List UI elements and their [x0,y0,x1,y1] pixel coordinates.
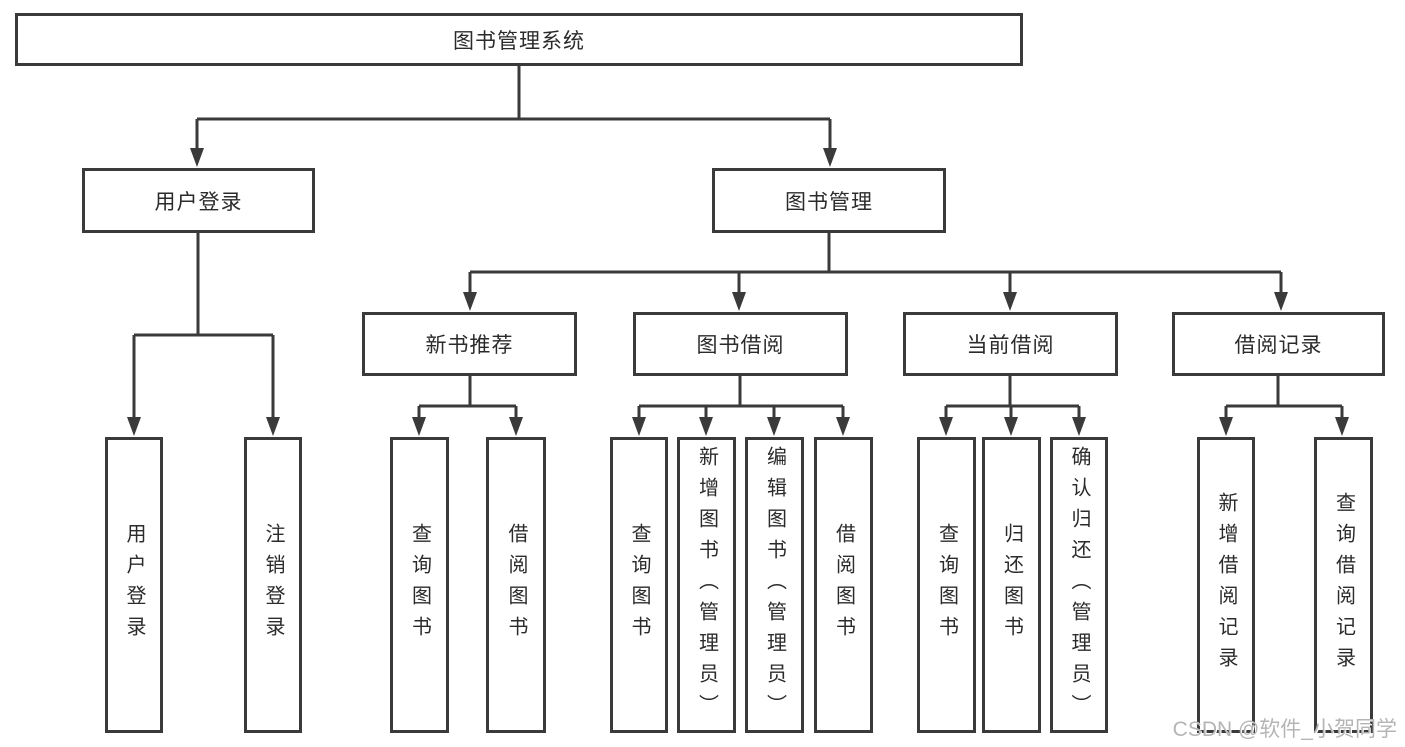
arrowhead [836,417,850,436]
leaf-borrow-add-books-admin: 新增图书（管理员） [677,437,736,733]
node-root-label: 图书管理系统 [453,29,585,53]
leaf-borrow-borrow-books-label: 借阅图书 [832,523,855,647]
leaf-records-add-record: 新增借阅记录 [1197,437,1255,733]
node-new-book-recommend-label: 新书推荐 [425,334,514,357]
leaf-logout: 注销登录 [244,437,302,733]
arrowhead [1003,292,1017,311]
arrowhead [1219,417,1233,436]
arrowhead [732,292,746,311]
connector-user-login-split [127,233,280,436]
leaf-borrow-query-books: 查询图书 [610,437,668,733]
arrowhead [509,417,523,436]
node-user-login: 用户登录 [82,168,315,233]
connector-book-borrow-split [632,376,850,436]
leaf-recommend-query-books-label: 查询图书 [408,523,431,647]
connector-borrow-records-split [1219,376,1349,436]
arrowhead [699,417,713,436]
node-borrow-records-label: 借阅记录 [1234,334,1323,357]
leaf-records-query-record-label: 查询借阅记录 [1332,492,1355,678]
leaf-current-query-books: 查询图书 [917,437,976,733]
node-user-login-label: 用户登录 [154,190,243,214]
leaf-recommend-query-books: 查询图书 [390,437,449,733]
node-book-management: 图书管理 [712,168,946,233]
arrowhead [127,417,141,436]
leaf-logout-label: 注销登录 [262,523,284,647]
node-root: 图书管理系统 [15,13,1023,66]
leaf-borrow-edit-books-admin-label: 编辑图书（管理员） [763,445,786,725]
leaf-borrow-edit-books-admin: 编辑图书（管理员） [745,437,804,733]
arrowhead [1274,292,1288,311]
connector-book-management-split [463,233,1288,311]
leaf-current-confirm-return-admin-label: 确认归还（管理员） [1068,445,1090,725]
leaf-records-add-record-label: 新增借阅记录 [1215,492,1237,678]
arrowhead [632,417,646,436]
arrowhead [823,148,837,167]
arrowhead [1072,417,1086,436]
connector-root-split [190,66,837,167]
arrowhead [767,417,781,436]
arrowhead [266,417,280,436]
node-book-borrow-label: 图书借阅 [696,334,785,357]
arrowhead [1335,417,1349,436]
arrowhead [190,148,204,167]
node-new-book-recommend: 新书推荐 [362,312,577,376]
leaf-records-query-record: 查询借阅记录 [1314,437,1373,733]
connector-new-book-recommend-split [412,376,523,436]
arrowhead [939,417,953,436]
node-current-borrow-label: 当前借阅 [966,334,1055,357]
leaf-borrow-add-books-admin-label: 新增图书（管理员） [695,445,718,725]
leaf-borrow-query-books-label: 查询图书 [628,523,650,647]
arrowhead [463,292,477,311]
arrowhead [412,417,426,436]
node-borrow-records: 借阅记录 [1172,312,1385,376]
leaf-current-confirm-return-admin: 确认归还（管理员） [1050,437,1108,733]
node-current-borrow: 当前借阅 [903,312,1118,376]
leaf-current-return-books: 归还图书 [982,437,1041,733]
arrowhead [1004,417,1018,436]
node-book-management-label: 图书管理 [785,190,873,214]
leaf-current-query-books-label: 查询图书 [935,523,958,647]
csdn-watermark: CSDN @软件_小贺同学 [1172,718,1397,741]
connector-current-borrow-split [939,376,1086,436]
leaf-borrow-borrow-books: 借阅图书 [814,437,873,733]
node-book-borrow: 图书借阅 [633,312,848,376]
leaf-user-login-label: 用户登录 [123,523,145,647]
leaf-user-login: 用户登录 [105,437,163,733]
leaf-current-return-books-label: 归还图书 [1000,523,1023,647]
leaf-recommend-borrow-books: 借阅图书 [486,437,546,733]
leaf-recommend-borrow-books-label: 借阅图书 [505,523,527,647]
